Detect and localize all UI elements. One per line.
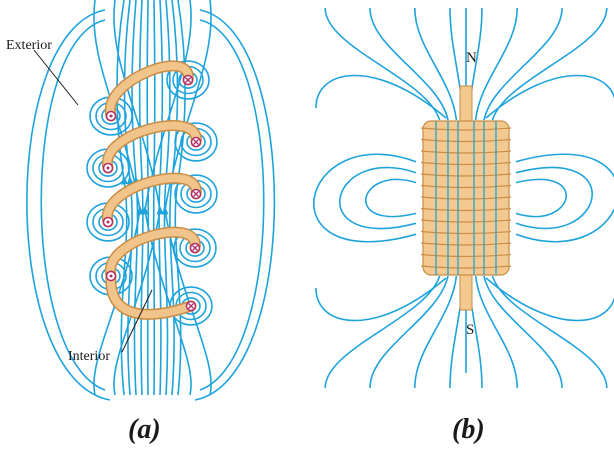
panel-b-caption: (b) <box>452 414 485 445</box>
wire-out-of-page-dot <box>109 114 113 118</box>
panel-a-field-lines <box>26 0 276 401</box>
field-line-side-lower <box>485 277 614 322</box>
wire-into-page-cross <box>193 191 199 197</box>
coil-winding <box>420 219 512 223</box>
return-loop-left-outer <box>26 9 111 401</box>
field-line-bottom <box>414 275 458 389</box>
coil-loop <box>106 272 195 319</box>
wire-field-circle <box>169 286 213 326</box>
coil-winding <box>420 127 512 131</box>
field-line-top <box>491 7 608 121</box>
wire-field-circle <box>173 228 217 268</box>
panel-b-iron-filings-pattern: N S (b) <box>313 7 614 445</box>
solenoid-body <box>422 120 510 276</box>
coil-loop <box>106 228 200 280</box>
coil-winding <box>420 265 512 269</box>
panel-a-caption: (a) <box>128 414 161 445</box>
wire-out-of-page-dot <box>106 220 110 224</box>
panel-a-solenoid-cross-section: Exterior Interior (a) <box>6 0 276 445</box>
field-line-top <box>483 7 563 121</box>
coil-winding <box>420 207 512 212</box>
panel-a-coil-loops <box>102 60 202 320</box>
exterior-field-line <box>113 0 164 396</box>
coil-winding <box>420 253 512 258</box>
field-line-side-lower <box>315 277 447 322</box>
coil-winding <box>420 161 512 166</box>
exterior-label: Exterior <box>6 38 52 53</box>
wire-into-page-cross <box>188 303 194 309</box>
wire-into-page-cross <box>193 139 199 145</box>
panel-b-solenoid-coil <box>420 85 512 311</box>
return-loop-right <box>199 19 265 391</box>
closed-loop-left <box>313 153 417 243</box>
panel-b-interior-field-lines <box>435 121 497 275</box>
exterior-leader-line <box>33 49 79 106</box>
field-line-top <box>474 7 518 121</box>
wire-into-page-cross <box>185 77 191 83</box>
field-line-side-upper <box>315 74 447 119</box>
return-loop-left <box>40 19 106 391</box>
coil-winding <box>420 242 512 246</box>
field-line-bottom <box>483 275 563 389</box>
interior-field-line <box>150 0 158 396</box>
coil-winding <box>420 150 512 154</box>
field-line-bottom <box>491 275 608 389</box>
exterior-field-line <box>141 0 192 396</box>
field-line-top <box>369 7 449 121</box>
field-line-bottom <box>474 275 518 389</box>
panel-a-wire-cross-sections <box>102 74 202 312</box>
closed-loop-right <box>515 178 568 218</box>
coil-loop <box>106 61 193 120</box>
coil-winding <box>420 184 512 189</box>
return-loop-right-outer <box>194 9 276 401</box>
coil-loop <box>103 121 201 172</box>
interior-leader-line <box>121 289 153 353</box>
field-line-bottom <box>324 275 441 389</box>
wire-field-circle <box>166 60 210 100</box>
field-line-side-upper <box>485 74 614 119</box>
north-pole-label: N <box>466 50 477 66</box>
field-line-top <box>324 7 441 121</box>
coil-winding <box>420 196 512 200</box>
coil-winding <box>420 173 512 177</box>
wire-out-of-page-dot <box>109 274 113 278</box>
coil-loop <box>103 174 201 226</box>
south-pole-label: S <box>466 322 474 338</box>
closed-loop-right <box>515 153 614 243</box>
exterior-field-line <box>93 0 144 396</box>
field-line-top <box>414 7 458 121</box>
closed-loop-right <box>515 166 594 230</box>
exterior-field-line <box>161 0 212 396</box>
coil-winding <box>420 230 512 235</box>
interior-field-line <box>123 0 135 396</box>
closed-loop-left <box>364 178 417 218</box>
wire-into-page-cross <box>192 245 198 251</box>
interior-field-line <box>131 0 140 396</box>
field-line-bottom <box>369 275 449 389</box>
interior-field-line <box>138 0 146 396</box>
wire-out-of-page-dot <box>106 166 110 170</box>
wire-field-circle <box>174 122 218 162</box>
coil-winding <box>420 138 512 143</box>
interior-field-line <box>156 0 164 396</box>
wire-field-circle <box>174 174 218 214</box>
panel-b-field-lines <box>313 7 614 389</box>
closed-loop-left <box>338 166 417 230</box>
interior-label: Interior <box>68 349 110 364</box>
